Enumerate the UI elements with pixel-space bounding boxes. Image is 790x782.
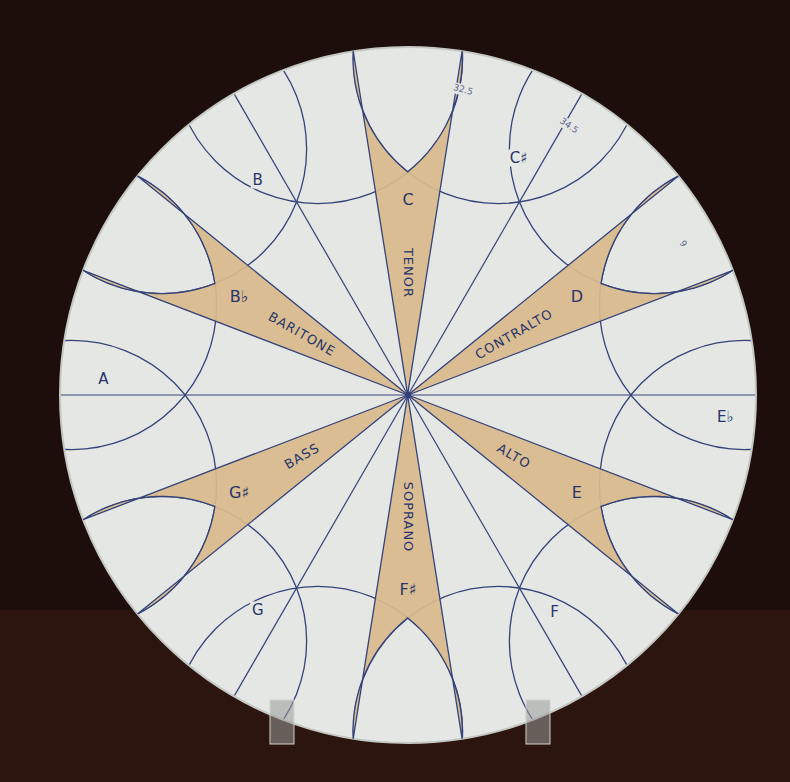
spike-shape (351, 49, 464, 397)
spike-shape (81, 174, 410, 397)
note-name: A (96, 371, 110, 388)
spike-outline (408, 176, 733, 395)
pencil-note: 9 (676, 237, 691, 251)
construction-arc (509, 496, 790, 782)
voice-spike: F♯ SOPRANO (351, 393, 464, 741)
voice-spike: C TENOR (351, 49, 464, 397)
spike-outline (408, 395, 733, 614)
note-name: B (251, 172, 265, 189)
note-name: F (548, 604, 561, 621)
note-name: E (572, 485, 582, 501)
voice-spike: EALTO (406, 393, 735, 616)
spike-outline (83, 176, 408, 395)
spike-outline (353, 395, 462, 739)
pencil-note: 34.5 (556, 115, 582, 138)
spike-outline (353, 51, 462, 395)
spoke-line (408, 394, 756, 395)
voice-name: TENOR (401, 248, 414, 298)
note-name: G♯ (229, 485, 249, 501)
spoke-line (234, 94, 408, 395)
spoke-line (60, 394, 408, 395)
note-name: C♯ (508, 149, 530, 166)
voice-spike: B♭BARITONE (81, 174, 410, 397)
spike-shape (406, 174, 735, 397)
note-name: C (402, 192, 413, 208)
disc (60, 47, 756, 743)
spike-outline (83, 395, 408, 614)
construction-arc (17, 496, 306, 782)
note-name: G (250, 601, 266, 618)
note-name: E♭ (715, 409, 736, 426)
spike-shape (351, 393, 464, 741)
spoke-line (408, 94, 582, 395)
spike-shape (406, 393, 735, 616)
note-name: F♯ (400, 582, 417, 598)
voice-spike: DCONTRALTO (406, 174, 735, 397)
stand-clip (526, 700, 550, 744)
stand-clip (270, 700, 294, 744)
voice-name: SOPRANO (401, 482, 414, 553)
voice-spike: G♯BASS (81, 393, 410, 616)
construction-arc (509, 4, 790, 293)
construction-arc (17, 4, 306, 293)
note-name: B♭ (230, 289, 249, 305)
pencil-note: 32.5 (450, 82, 476, 99)
note-name: D (571, 289, 583, 305)
spike-shape (81, 393, 410, 616)
